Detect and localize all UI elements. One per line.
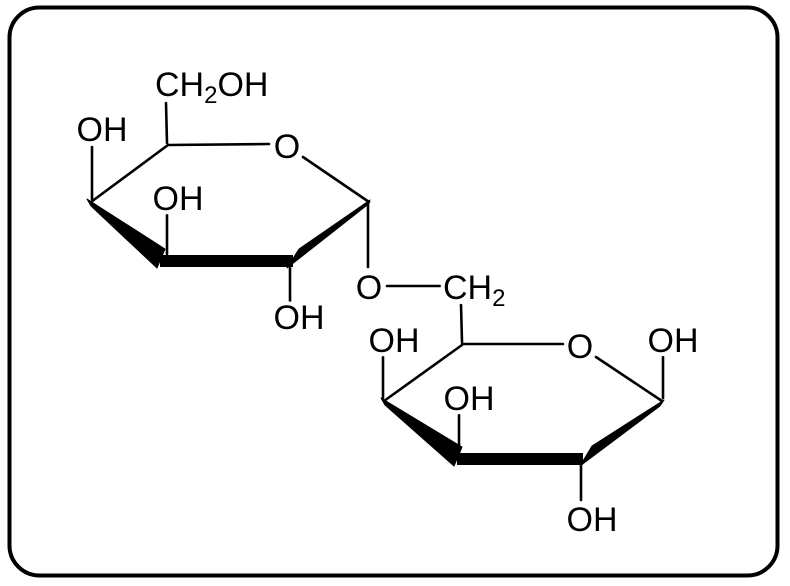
label-oh-ringB-c4-halo: OH [369, 322, 420, 360]
label-oh-ringA-c3-halo: OH [153, 180, 204, 218]
label-oh-ringA-c2: OH [274, 299, 325, 337]
bond-ringA-oxygen-c1 [301, 155, 371, 204]
bond-ringA-c5-ch2oh [164, 101, 169, 145]
wedge-ringB-c1-c2 [579, 399, 665, 467]
label-oh-ringB-c1: OH [648, 322, 699, 360]
label-oh-ringA-c4: OH [77, 111, 128, 149]
wedge-ringB-c4-c3 [380, 397, 463, 467]
bond-ringA-c4-c5 [89, 143, 170, 204]
label-ch2-linker: CH2 [443, 269, 505, 312]
label-ch2oh-top-halo: CH2OH [155, 66, 268, 109]
label-oh-ringA-c3: OH [153, 180, 204, 218]
label-oh-ringB-c2-halo: OH [567, 501, 618, 539]
bond-ch2-ringB-c5 [459, 303, 464, 344]
wedge-ringA-c1-c2 [286, 199, 371, 269]
frame-border [7, 5, 780, 578]
label-ring-oxygen-B-halo: O [567, 328, 593, 366]
bond-ringA-c5-oxygen [166, 142, 271, 147]
label-ring-oxygen-A: O [274, 128, 300, 166]
label-ch2-linker-halo: CH2 [443, 269, 505, 312]
label-ch2oh-top: CH2OH [155, 66, 268, 109]
bond-ringB-oxygen-c1 [594, 355, 664, 403]
label-oh-ringB-c3-halo: OH [444, 380, 495, 418]
label-oh-ringB-c2: OH [567, 501, 618, 539]
bond-ringB-c4-c5 [382, 343, 464, 403]
label-oh-ringB-c3: OH [444, 380, 495, 418]
label-oh-ringA-c4-halo: OH [77, 111, 128, 149]
label-glycosidic-oxygen: O [356, 269, 382, 307]
label-ring-oxygen-B: O [567, 328, 593, 366]
label-oh-ringB-c1-halo: OH [648, 322, 699, 360]
wedge-ringA-c4-c3 [86, 198, 166, 269]
label-oh-ringA-c2-halo: OH [274, 299, 325, 337]
label-ring-oxygen-A-halo: O [274, 128, 300, 166]
label-oh-ringB-c4: OH [369, 322, 420, 360]
label-glycosidic-oxygen-halo: O [356, 269, 382, 307]
